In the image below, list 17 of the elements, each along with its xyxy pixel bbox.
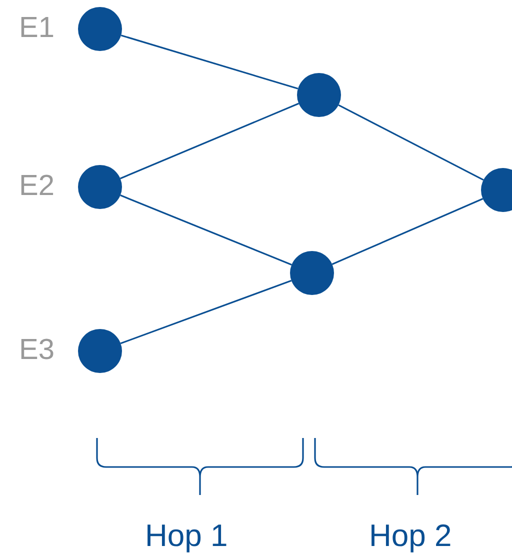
connector-line	[120, 102, 300, 180]
hop-label: Hop 1	[145, 520, 228, 551]
connector-line	[338, 104, 484, 181]
node-circle	[297, 73, 341, 117]
node-circle	[78, 165, 122, 209]
connector-line	[120, 280, 292, 344]
node-label: E2	[19, 172, 54, 201]
node-circle	[481, 168, 512, 212]
node-label: E3	[19, 336, 54, 365]
node-label: E1	[19, 14, 54, 43]
node-circle	[78, 7, 122, 51]
connector-line	[120, 34, 298, 90]
node-circle	[290, 251, 334, 295]
connector-line	[332, 198, 484, 265]
node-circle	[78, 329, 122, 373]
hop-label: Hop 2	[369, 520, 452, 551]
connector-line	[120, 194, 292, 266]
